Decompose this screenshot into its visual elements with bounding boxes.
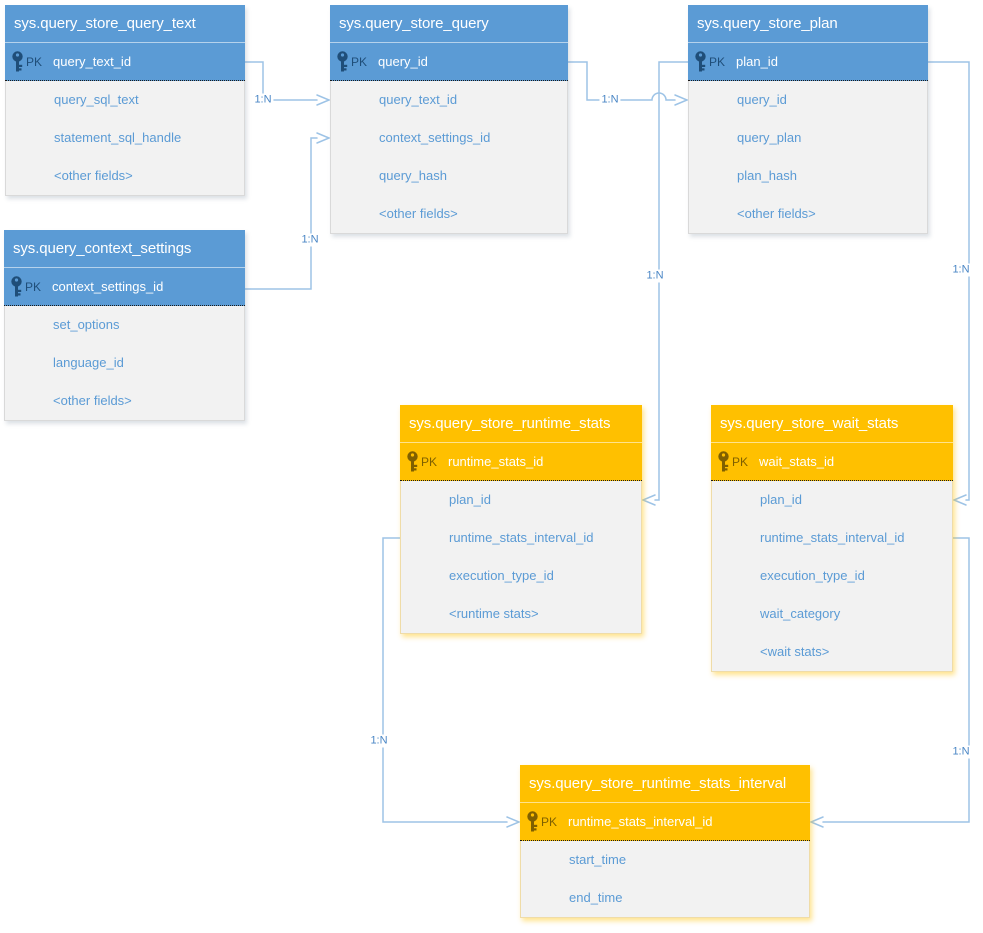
table-query-context-settings[interactable]: sys.query_context_settings PK context_se… [4,230,245,421]
pk-field-name: plan_id [736,54,778,69]
field-row[interactable]: set_options [53,317,120,332]
connector-querytext-to-query[interactable] [244,61,331,106]
field-row[interactable]: <other fields> [737,206,816,221]
field-row[interactable]: plan_hash [737,168,797,183]
cardinality-label: 1:N [299,233,321,247]
field-row[interactable]: query_plan [737,130,802,145]
table-body: query_id query_plan plan_hash <other fie… [688,81,928,234]
field-row[interactable]: <other fields> [54,168,133,183]
table-body: plan_id runtime_stats_interval_id execut… [711,481,953,672]
pk-row[interactable]: PK wait_stats_id [711,443,953,481]
field-row[interactable]: end_time [569,890,623,905]
key-icon [337,51,348,72]
connector-plan-to-waitstats[interactable] [927,61,970,506]
field-row[interactable]: <other fields> [379,206,458,221]
cardinality-label: 1:N [599,93,621,107]
key-icon [11,276,22,297]
pk-field-name: context_settings_id [52,279,164,294]
table-body: set_options language_id <other fields> [4,306,245,421]
pk-label: PK [732,454,749,469]
pk-label: PK [25,279,42,294]
field-row[interactable]: <runtime stats> [449,606,539,621]
pk-field-name: wait_stats_id [759,454,835,469]
pk-row[interactable]: PK query_text_id [5,43,245,81]
key-icon [527,811,538,832]
pk-row[interactable]: PK runtime_stats_id [400,443,642,481]
table-query-store-wait-stats[interactable]: sys.query_store_wait_stats PK wait_stats… [711,405,953,672]
table-title: sys.query_store_runtime_stats [400,405,642,443]
table-title: sys.query_store_plan [688,5,928,43]
connector-waitstats-to-interval[interactable] [809,537,970,828]
key-icon [12,51,23,72]
pk-field-name: query_text_id [53,54,132,69]
key-icon [695,51,706,72]
table-query-store-runtime-stats[interactable]: sys.query_store_runtime_stats PK runtime… [400,405,642,634]
connector-runtimestats-to-interval[interactable] [382,537,521,828]
field-row[interactable]: runtime_stats_interval_id [760,530,905,545]
table-body: query_sql_text statement_sql_handle <oth… [5,81,245,196]
table-title: sys.query_store_wait_stats [711,405,953,443]
connector-plan-to-runtimestats[interactable] [641,61,689,506]
field-row[interactable]: start_time [569,852,627,867]
pk-label: PK [351,54,368,69]
connector-query-to-plan[interactable] [567,61,689,106]
table-query-store-query-text[interactable]: sys.query_store_query_text PK query_text… [5,5,245,196]
cardinality-label: 1:N [950,745,972,759]
field-row[interactable]: language_id [53,355,124,370]
field-row[interactable]: context_settings_id [379,130,491,145]
field-row[interactable]: query_text_id [379,92,458,107]
connector-contextsettings-to-query[interactable] [244,132,331,290]
key-icon [407,451,418,472]
cardinality-label: 1:N [252,93,274,107]
pk-row[interactable]: PK plan_id [688,43,928,81]
field-row[interactable]: execution_type_id [760,568,865,583]
cardinality-label: 1:N [644,269,666,283]
field-row[interactable]: <wait stats> [760,644,830,659]
field-row[interactable]: statement_sql_handle [54,130,182,145]
pk-label: PK [26,54,43,69]
pk-row[interactable]: PK query_id [330,43,568,81]
cardinality-label: 1:N [950,263,972,277]
pk-label: PK [421,454,438,469]
field-row[interactable]: plan_id [449,492,491,507]
field-row[interactable]: query_sql_text [54,92,139,107]
field-row[interactable]: plan_id [760,492,802,507]
pk-label: PK [709,54,726,69]
field-row[interactable]: <other fields> [53,393,132,408]
field-row[interactable]: execution_type_id [449,568,554,583]
pk-field-name: query_id [378,54,428,69]
field-row[interactable]: wait_category [760,606,841,621]
key-icon [718,451,729,472]
table-body: query_text_id context_settings_id query_… [330,81,568,234]
cardinality-label: 1:N [368,734,390,748]
table-body: start_time end_time [520,841,810,918]
table-body: plan_id runtime_stats_interval_id execut… [400,481,642,634]
field-row[interactable]: query_hash [379,168,447,183]
table-title: sys.query_context_settings [4,230,245,268]
field-row[interactable]: runtime_stats_interval_id [449,530,594,545]
table-title: sys.query_store_query [330,5,568,43]
pk-row[interactable]: PK runtime_stats_interval_id [520,803,810,841]
pk-row[interactable]: PK context_settings_id [4,268,245,306]
table-title: sys.query_store_runtime_stats_interval [520,765,810,803]
pk-field-name: runtime_stats_id [448,454,544,469]
pk-label: PK [541,814,558,829]
table-query-store-runtime-stats-interval[interactable]: sys.query_store_runtime_stats_interval P… [520,765,810,918]
field-row[interactable]: query_id [737,92,787,107]
pk-field-name: runtime_stats_interval_id [568,814,713,829]
table-query-store-plan[interactable]: sys.query_store_plan PK plan_id query_id… [688,5,928,234]
table-query-store-query[interactable]: sys.query_store_query PK query_id query_… [330,5,568,234]
table-title: sys.query_store_query_text [5,5,245,43]
